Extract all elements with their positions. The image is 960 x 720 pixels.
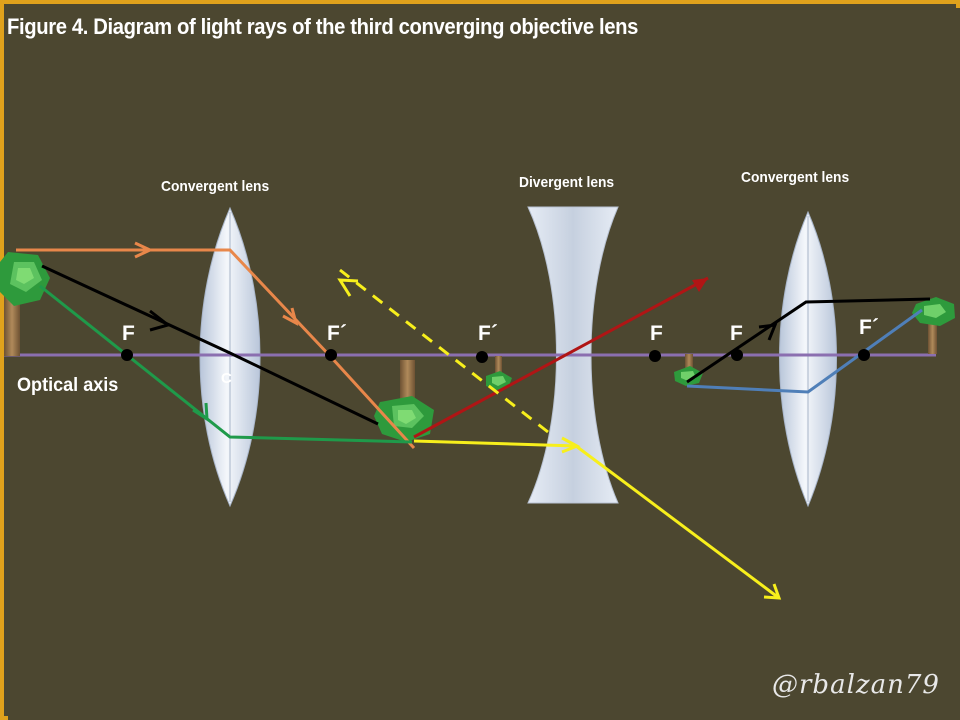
black-ray-2 (686, 297, 931, 384)
orange-ray (16, 248, 416, 450)
orange-ray-arrow-1 (134, 241, 154, 259)
focal-point-f1-prime (325, 349, 337, 361)
lens-center-label: C (221, 370, 232, 387)
red-ray-arrowhead (692, 278, 708, 292)
final-image-tree (912, 297, 955, 354)
green-ray-arrow (192, 402, 209, 422)
blue-ray (686, 308, 923, 394)
label-f2-prime: F´ (478, 322, 498, 345)
object-tree (0, 252, 50, 356)
yellow-dashed-arrow (337, 278, 359, 297)
yellow-ray-arrow-2 (763, 583, 782, 600)
convergent-lens-2-label: Convergent lens (741, 169, 850, 186)
focal-point-f1 (121, 349, 133, 361)
green-ray (39, 284, 413, 444)
focal-point-f2 (649, 350, 661, 362)
orange-ray-arrow-2 (282, 307, 299, 326)
figure-title: Figure 4. Diagram of light rays of the t… (7, 14, 639, 39)
focal-point-f3 (731, 349, 743, 361)
focal-point-f2-prime (476, 351, 488, 363)
label-f1-prime: F´ (327, 322, 347, 345)
label-f3: F (730, 322, 743, 345)
red-ray (413, 276, 709, 439)
black-ray-2-arrow (758, 323, 778, 341)
yellow-dashed-ray (339, 268, 549, 434)
label-f3-prime: F´ (859, 316, 879, 339)
label-f1: F (122, 322, 135, 345)
black-ray (41, 264, 379, 426)
yellow-ray-arrow-1 (561, 436, 581, 454)
convergent-lens-1-label: Convergent lens (161, 178, 270, 195)
divergent-lens-label: Divergent lens (519, 174, 615, 191)
label-f2: F (650, 322, 663, 345)
black-ray-arrow (149, 309, 172, 332)
author-signature: @rbalzan79 (772, 670, 940, 700)
optical-axis-label: Optical axis (17, 375, 119, 396)
image-tree-1 (374, 360, 434, 442)
focal-point-f3-prime (858, 349, 870, 361)
image-tree-2 (486, 356, 512, 390)
